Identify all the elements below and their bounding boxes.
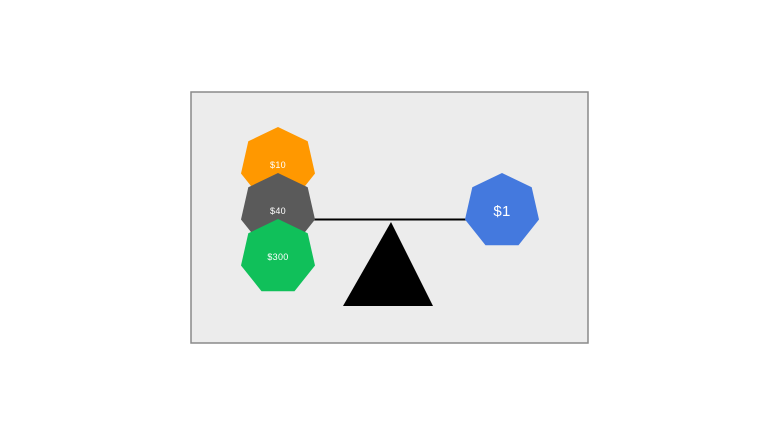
- weight-label-300: $300: [267, 252, 288, 262]
- weight-label-1: $1: [493, 203, 510, 220]
- fulcrum-triangle: [343, 222, 433, 306]
- weight-label-40: $40: [270, 206, 286, 216]
- weight-heptagon-40: [241, 173, 315, 246]
- weight-heptagon-10: [241, 127, 315, 200]
- weight-heptagon-300: [241, 219, 315, 292]
- weight-heptagon-1: [465, 173, 539, 246]
- weight-label-10: $10: [270, 160, 286, 170]
